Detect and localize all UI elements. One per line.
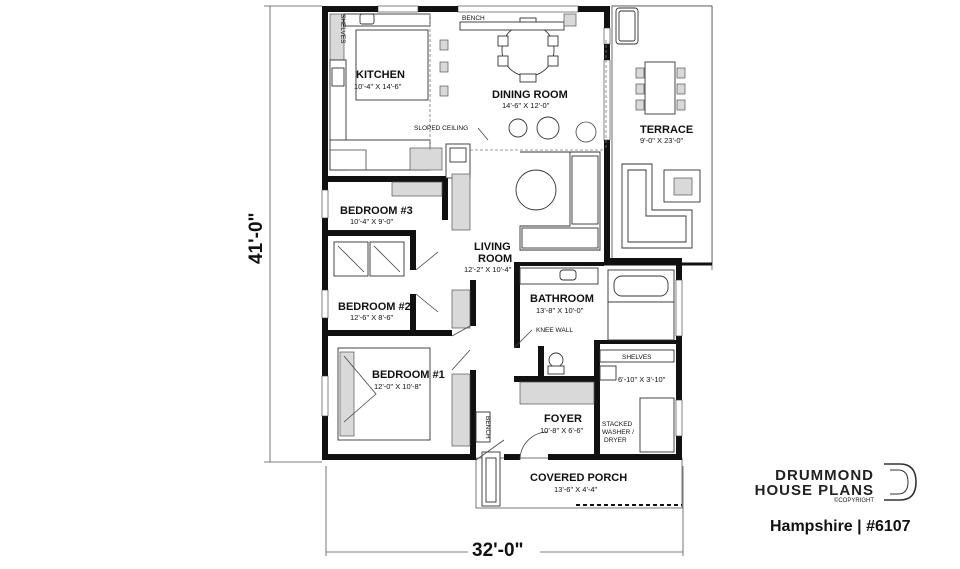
foyer-name: FOYER [544, 413, 582, 425]
door-swings [415, 251, 549, 461]
bedroom2-name: BEDROOM #2 [338, 301, 411, 313]
kitchen-dims: 10'-4" X 14'-6" [354, 82, 402, 91]
plan-notes: BENCH SHELVES SLOPED CEILING KNEE WALL S… [339, 14, 672, 444]
bathroom-dims: 13'-8" X 10'-0" [536, 306, 584, 315]
exterior-walls [321, 5, 683, 460]
terrace-name: TERRACE [640, 124, 693, 136]
bedroom3-name: BEDROOM #3 [340, 205, 413, 217]
covered-porch-area [475, 451, 683, 509]
note-bench-top: BENCH [462, 15, 485, 22]
note-sloped-ceiling: SLOPED CEILING [414, 125, 468, 132]
brand-copyright: ©COPYRIGHT [833, 498, 874, 504]
porch-name: COVERED PORCH [530, 472, 627, 484]
bedroom1-dims: 12'-0" X 10'-8" [374, 382, 422, 391]
bedroom-furniture [333, 181, 471, 447]
bedroom3-dims: 10'-4" X 9'-0" [350, 217, 394, 226]
terrace-area [604, 5, 713, 266]
bedroom2-dims: 12'-6" X 8'-6" [350, 313, 394, 322]
plan-model-name: Hampshire | #6107 [770, 518, 911, 535]
bathroom-name: BATHROOM [530, 293, 594, 305]
drummond-logo-icon [884, 463, 917, 501]
terrace-dims: 9'-0" X 23'-0" [640, 136, 684, 145]
kitchen-name: KITCHEN [356, 69, 405, 81]
foyer-dims: 10'-8" X 6'-6" [540, 426, 584, 435]
overall-depth-label: 41'-0" [246, 212, 267, 264]
note-stacked: STACKED [602, 421, 633, 428]
living-name-line2: ROOM [478, 253, 512, 265]
living-dims: 12'-2" X 10'-4" [464, 265, 512, 274]
living-name-line1: LIVING [474, 241, 511, 253]
note-knee-wall: KNEE WALL [536, 327, 573, 334]
overall-width-label: 32'-0" [472, 540, 524, 561]
room-labels: KITCHEN 10'-4" X 14'-6" DINING ROOM 14'-… [338, 69, 693, 494]
interior-walls [328, 143, 676, 454]
overall-dimensions: 41'-0" 32'-0" [246, 212, 540, 561]
brand-block: DRUMMOND HOUSE PLANS ©COPYRIGHT [755, 468, 874, 504]
note-bench-foyer: BENCH [484, 416, 491, 439]
brand-line2: HOUSE PLANS [754, 482, 874, 499]
note-dryer: DRYER [604, 437, 627, 444]
note-washer: WASHER / [602, 429, 634, 436]
bedroom1-name: BEDROOM #1 [372, 369, 445, 381]
kitchen-fixtures [329, 13, 449, 171]
dining-furniture [459, 13, 607, 151]
porch-dims: 13'-6" X 4'-4" [554, 485, 598, 494]
dining-name: DINING ROOM [492, 89, 568, 101]
living-furniture [451, 151, 601, 251]
brand-line1: DRUMMOND [775, 467, 874, 484]
dining-dims: 14'-6" X 12'-0" [502, 101, 550, 110]
note-shelves-kitchen: SHELVES [339, 14, 346, 44]
laundry-dims: 6'-10" X 3'-10" [618, 375, 666, 384]
note-shelves-laundry: SHELVES [622, 354, 652, 361]
